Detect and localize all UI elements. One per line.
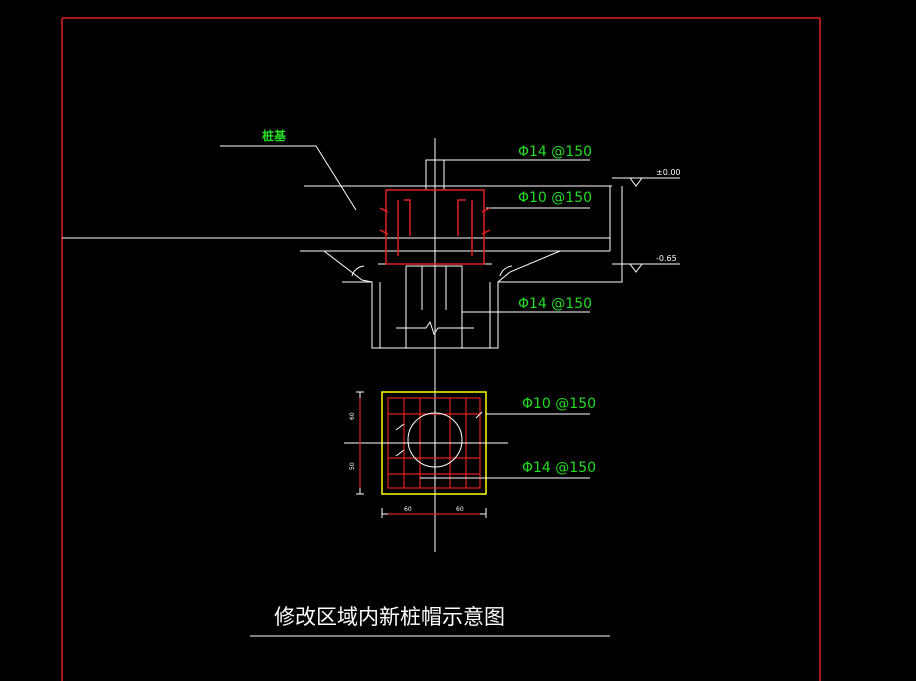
cap-outline [342, 281, 510, 349]
plan-dim-bottom-right: 60 [456, 506, 464, 513]
section-rebar [379, 189, 491, 265]
cap-right-taper [497, 250, 610, 283]
slab-outline-right [498, 186, 623, 283]
plan-diag-1 [395, 423, 405, 431]
drawing-frame [61, 17, 821, 681]
pile-body-outline [406, 265, 463, 348]
plan-diag-2 [395, 449, 405, 457]
plan-view [344, 391, 590, 518]
break-line [396, 320, 474, 336]
level-top-label: ±0.00 [656, 168, 681, 177]
rebar-tick-3 [481, 207, 491, 213]
section-rebar-top-label: Φ14 @150 [518, 144, 592, 160]
pile-label: 桩基 [262, 128, 287, 143]
rebar-tick-1 [379, 207, 389, 213]
haunch-arc-right [499, 265, 513, 277]
plan-dim-bottom-left: 60 [404, 506, 412, 513]
section-rebar-mid-label: Φ10 @150 [518, 190, 592, 206]
leader-rebar-top [425, 159, 590, 190]
plan-diag-3 [475, 411, 483, 419]
rebar-tick-2 [379, 229, 389, 235]
section-rebar-bottom-label: Φ14 @150 [518, 296, 592, 312]
plan-dim-left-top: 60 [349, 412, 356, 420]
plan-dim-left-bottom: 50 [349, 462, 356, 470]
plan-rebar-1-label: Φ10 @150 [522, 396, 596, 412]
plan-dim-red [359, 398, 480, 515]
rebar-hook-right [457, 199, 466, 236]
haunch-arc-left [351, 265, 365, 277]
plan-pile-circle [407, 412, 463, 468]
rebar-hook-left [404, 199, 411, 236]
level-marker-top-triangle [629, 177, 643, 187]
plan-rebar-2-label: Φ14 @150 [522, 460, 596, 476]
cap-rebar-cage [385, 189, 485, 265]
drawing-title: 修改区域内新桩帽示意图 [274, 605, 505, 629]
rebar-tick-4 [481, 229, 491, 235]
pile-label-leader [220, 145, 357, 211]
cap-left-taper [304, 250, 373, 283]
level-marker-bottom-triangle [629, 263, 643, 273]
level-bottom-label: -0.65 [656, 254, 677, 263]
